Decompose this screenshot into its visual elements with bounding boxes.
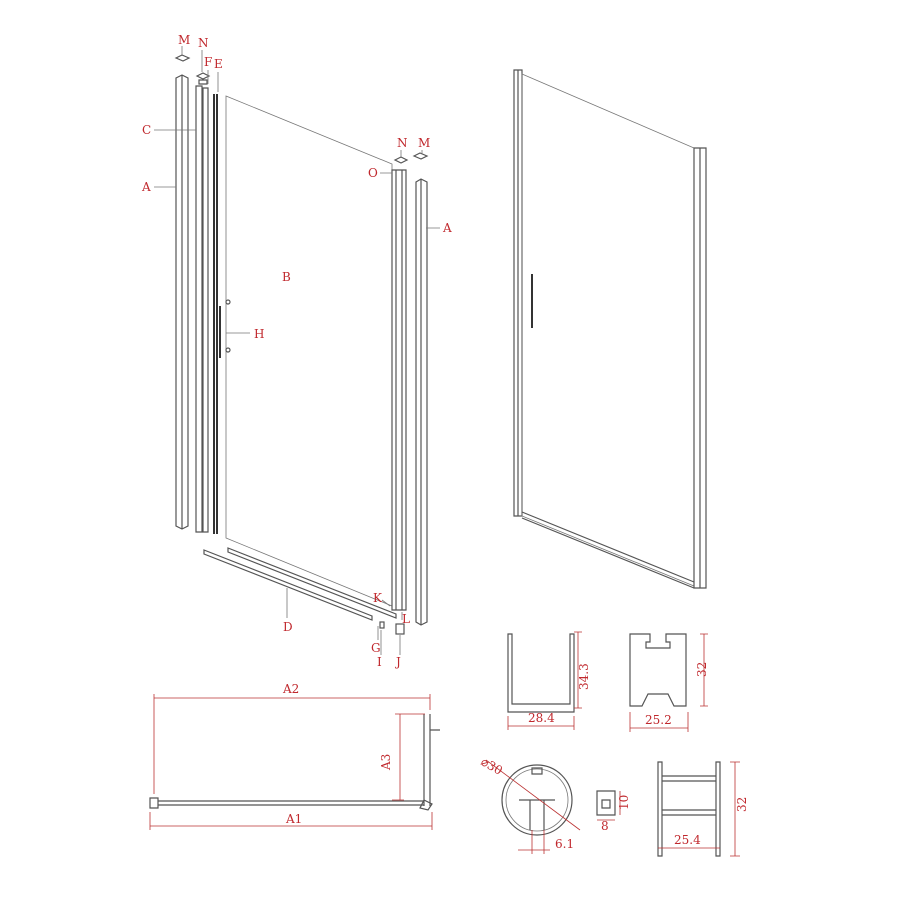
dim-round-diameter: ⌀30 [479, 754, 505, 777]
profile-f [202, 87, 209, 533]
dim-frame-width: 25.2 [645, 713, 672, 727]
cap-n-right [393, 156, 409, 164]
label-a-right: A [442, 221, 452, 235]
label-m-right: M [418, 136, 430, 150]
label-b: B [282, 270, 291, 284]
dim-round-width: 6.1 [555, 837, 574, 851]
dim-small-width: 8 [601, 819, 609, 833]
label-k: K [373, 591, 383, 605]
label-g: G [371, 641, 381, 655]
dim-frame-height: 32 [695, 662, 709, 677]
profile-a-left [175, 74, 189, 530]
plan-view: A2 A1 A3 [149, 682, 440, 830]
label-n-right: N [397, 136, 408, 150]
exploded-view: M N F E C A N M O A B H D K L G I J [141, 33, 452, 669]
label-o: O [368, 166, 378, 180]
bottom-seal-d [203, 547, 397, 621]
label-m-left: M [178, 33, 190, 47]
dim-small-height: 10 [617, 795, 631, 810]
label-n-left: N [198, 36, 209, 50]
label-e: E [214, 57, 223, 71]
profile-a-right [415, 178, 428, 626]
seal-e [213, 94, 218, 534]
dim-u-width: 28.4 [528, 711, 555, 725]
label-f: F [204, 55, 212, 69]
dim-u-height: 34.3 [577, 663, 591, 690]
profile-o [391, 169, 407, 611]
label-i: I [377, 655, 382, 669]
assembled-wall-profile [513, 69, 523, 517]
cap-m-left [174, 54, 191, 62]
dim-a1: A1 [285, 812, 302, 826]
profile-c [195, 85, 203, 533]
profile-frame: 32 25.2 [629, 633, 709, 732]
plan-return-panel [419, 714, 440, 811]
label-c: C [142, 123, 151, 137]
dim-h-width: 25.4 [674, 833, 701, 847]
profile-u-channel: 34.3 28.4 [507, 631, 591, 730]
label-l: L [402, 612, 410, 626]
dim-a2: A2 [282, 682, 299, 696]
label-h: H [254, 327, 264, 341]
cap-n-left [195, 72, 211, 85]
label-j: J [394, 655, 401, 669]
dim-h-height: 32 [735, 797, 749, 812]
label-a-left: A [141, 180, 151, 194]
cap-m-right [412, 152, 429, 160]
label-d: D [283, 620, 293, 634]
profile-round: ⌀30 6.1 [479, 754, 581, 854]
plan-door [149, 797, 424, 809]
profile-h: 32 25.4 [657, 761, 749, 857]
part-g [379, 621, 385, 629]
assembled-glass [521, 73, 695, 587]
assembled-view [513, 69, 707, 589]
plan-dimension-lines [149, 694, 433, 830]
part-j [395, 623, 405, 635]
assembled-bottom-seal [521, 511, 695, 589]
dim-a3: A3 [379, 754, 393, 771]
assembled-right-profile [693, 147, 707, 589]
leader-lines [154, 46, 440, 655]
profile-small: 10 8 [596, 790, 631, 833]
